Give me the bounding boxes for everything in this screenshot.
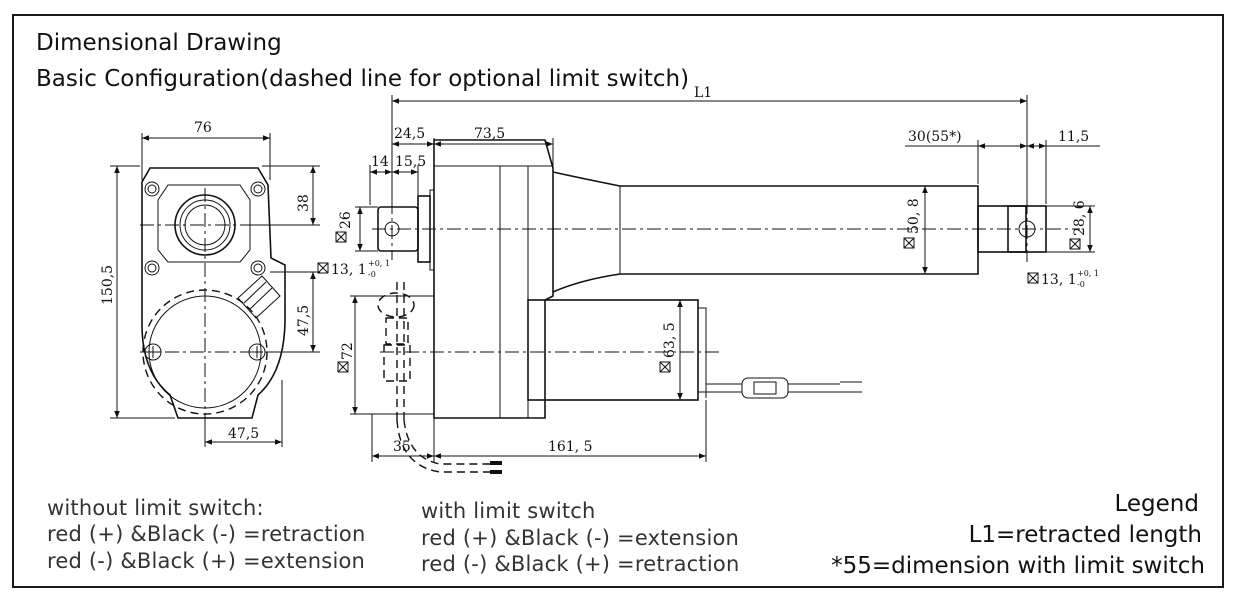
dim-47-5-bottom: 47,5 <box>228 426 259 442</box>
wiring-without-heading: without limit switch: <box>47 496 264 520</box>
tol-plus-front: +0, 1 <box>1077 269 1099 278</box>
dim-24-5: 24,5 <box>394 126 425 142</box>
dim-73-5: 73,5 <box>474 126 505 142</box>
tol-plus-rear: +0, 1 <box>368 259 390 268</box>
drawing-title: Dimensional Drawing <box>36 30 282 56</box>
wiring-without-line1: red (+) &Black (-) =retraction <box>47 522 366 546</box>
dim-76: 76 <box>194 120 212 136</box>
dim-11-5: 11,5 <box>1058 129 1089 145</box>
dim-38: 38 <box>296 194 312 212</box>
dim-13-1-rear: 13, 1 <box>331 262 367 278</box>
dim-72: 72 <box>340 342 356 360</box>
dim-150-5: 150,5 <box>100 265 116 305</box>
dim-13-1-front: 13, 1 <box>1041 272 1077 288</box>
dim-l1: L1 <box>694 85 712 101</box>
dim-63-5: 63, 5 <box>662 322 678 358</box>
dim-47-5-right: 47,5 <box>296 305 312 336</box>
legend-star: *55=dimension with limit switch <box>831 553 1205 579</box>
drawing-frame <box>12 14 1224 588</box>
tol-minus-front: -0 <box>1077 280 1085 289</box>
legend-heading: Legend <box>1114 491 1200 517</box>
wiring-without-line2: red (-) &Black (+) =extension <box>47 549 366 573</box>
dim-30-55: 30(55*) <box>908 129 962 145</box>
legend-l1: L1=retracted length <box>968 522 1202 548</box>
dim-50-8: 50, 8 <box>906 198 922 234</box>
dim-15-5: 15,5 <box>395 154 426 170</box>
wiring-with-heading: with limit switch <box>421 499 596 523</box>
wiring-with-line1: red (+) &Black (-) =extension <box>421 526 740 550</box>
side-view: L1 24,5 73,5 14 15,5 26 13, 1 +0, 1 -0 <box>317 85 1100 474</box>
dim-14: 14 <box>371 154 389 170</box>
tol-minus-rear: -0 <box>368 270 376 279</box>
dim-161-5: 161, 5 <box>548 439 593 455</box>
dim-26: 26 <box>338 211 354 229</box>
dim-35: 35 <box>393 439 411 455</box>
drawing-subtitle: Basic Configuration(dashed line for opti… <box>36 66 690 92</box>
dim-28-6: 28, 6 <box>1072 200 1088 236</box>
end-view: 76 150,5 38 47,5 47,5 <box>100 120 320 447</box>
wiring-with-line2: red (-) &Black (+) =retraction <box>421 552 740 576</box>
